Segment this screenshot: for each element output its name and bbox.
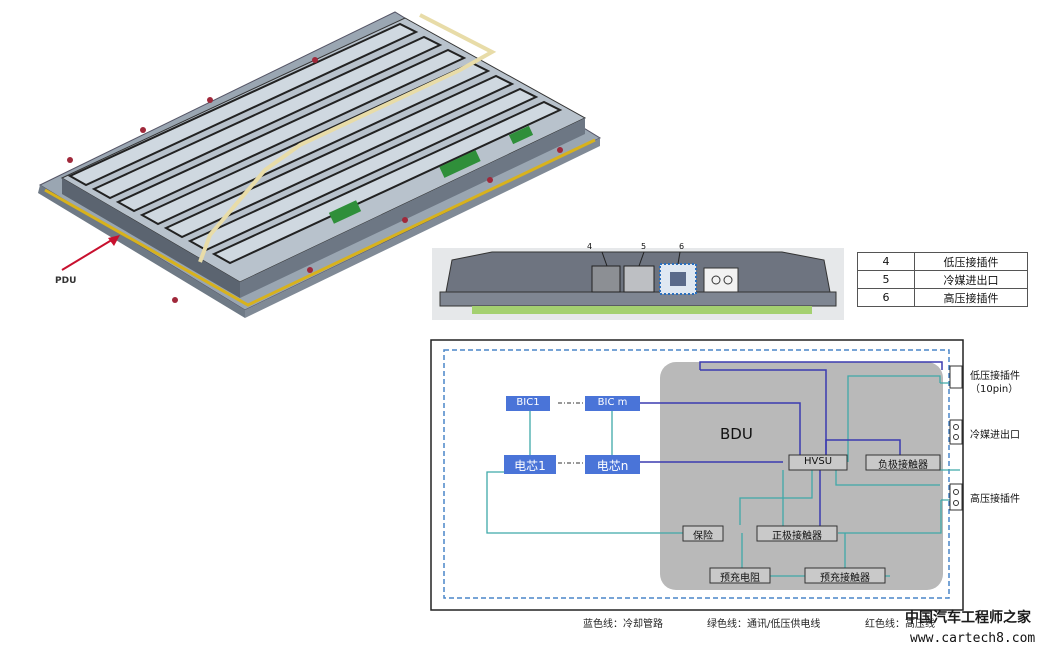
- pdu-label: PDU: [55, 276, 77, 286]
- hv-connector-label: 高压接插件: [970, 494, 1020, 505]
- neg-contactor-block: [865, 454, 941, 471]
- callout-5: 5: [641, 242, 647, 251]
- watermark-url: www.cartech8.com: [910, 631, 1036, 646]
- blue-line-legend: 蓝色线：冷却管路: [583, 619, 663, 630]
- pack-boundary: [443, 349, 950, 599]
- coolant-label: 冷媒进出口: [970, 430, 1020, 441]
- callout-4: 4: [587, 242, 593, 251]
- callout-6: 6: [679, 242, 685, 251]
- precharge-resistor-label: 预充电阻: [720, 573, 760, 584]
- celln-label: 电芯n: [596, 459, 629, 473]
- pos-contactor-block: [756, 525, 838, 542]
- watermark-brand: 中国汽车工程师之家: [905, 610, 1031, 626]
- green-line-legend: 绿色线：通讯/低压供电线: [707, 619, 821, 630]
- lv-connector-label: 低压接插件: [970, 371, 1020, 382]
- fuse-label: 保险: [693, 531, 713, 542]
- precharge-contactor-label: 预充接触器: [820, 573, 870, 584]
- hvsu-block: [788, 454, 848, 471]
- connector-side-view: [432, 248, 844, 320]
- cell1-block: [504, 455, 556, 474]
- battery-pack-render: [38, 11, 602, 318]
- bdu-label: BDU: [720, 425, 753, 443]
- lv-connector-port: [949, 365, 963, 389]
- hv-connector-port: [949, 483, 963, 511]
- bic1-label: BIC1: [516, 397, 540, 408]
- bdu-block: [660, 362, 943, 590]
- celln-block: [585, 455, 640, 474]
- connector-legend-table: 4 低压接插件 5 冷媒进出口 6 高压接插件: [857, 252, 1028, 307]
- bicm-label: BIC m: [597, 397, 628, 408]
- red-line-legend: 红色线：高压线: [865, 619, 935, 630]
- bicm-block: [585, 396, 640, 411]
- cell1-label: 电芯1: [514, 459, 546, 473]
- precharge-contactor-block: [804, 567, 886, 584]
- lv-pins-label: （10pin）: [970, 384, 1019, 395]
- coolant-port: [949, 419, 963, 445]
- neg-contactor-label: 负极接触器: [878, 460, 928, 471]
- hvsu-label: HVSU: [803, 456, 833, 467]
- table-row: 6 高压接插件: [857, 288, 1028, 307]
- pos-contactor-label: 正极接触器: [772, 531, 822, 542]
- bic1-block: [506, 396, 550, 411]
- fuse-block: [682, 525, 724, 542]
- precharge-resistor-block: [709, 567, 771, 584]
